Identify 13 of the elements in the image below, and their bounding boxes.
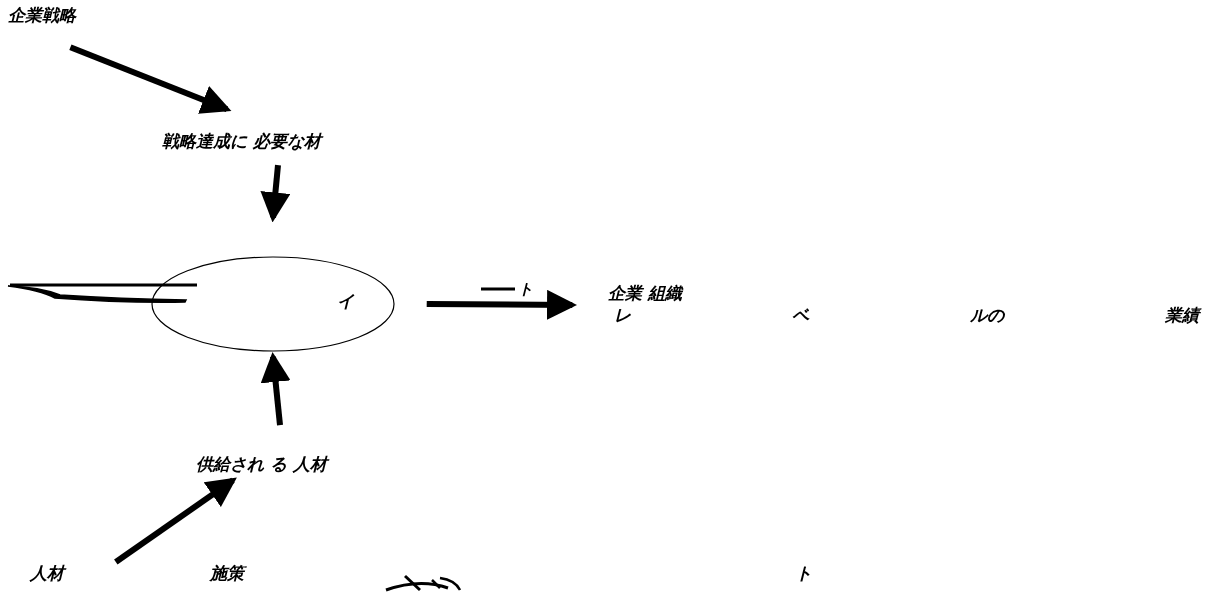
arrow (260, 164, 291, 223)
diagram-text: ルの (970, 304, 1004, 326)
diagram-text: ベ (792, 304, 809, 326)
arrow (426, 289, 578, 320)
arrow (69, 44, 232, 114)
diagram-text: 企業戦略 (8, 4, 76, 26)
diagram-text: レ (614, 304, 631, 326)
arrow (260, 352, 291, 426)
diagram-text: イ (337, 290, 354, 312)
diagram-text: ト (518, 279, 533, 300)
arrow (114, 477, 237, 565)
diagram-text: 企業 組織 (608, 282, 682, 304)
diagram-text: ト (795, 562, 812, 584)
